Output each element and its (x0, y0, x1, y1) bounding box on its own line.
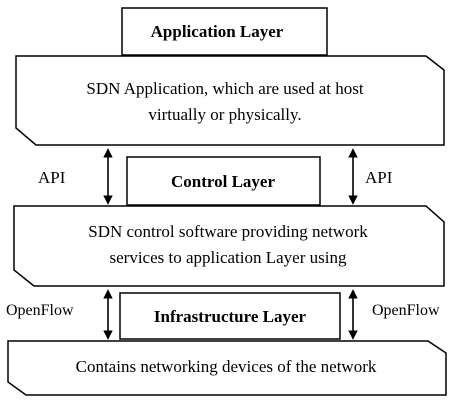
api-left-label: API (38, 168, 66, 187)
control-layer-desc-line2: services to application Layer using (110, 248, 347, 267)
infrastructure-layer-desc-box: Contains networking devices of the netwo… (7, 340, 447, 396)
application-layer-desc-box: SDN Application, which are used at host … (15, 55, 445, 146)
application-layer-title: Application Layer (151, 22, 284, 41)
application-layer-desc-line1: SDN Application, which are used at host (86, 79, 363, 98)
control-layer-title: Control Layer (171, 172, 275, 191)
infrastructure-layer-title: Infrastructure Layer (154, 307, 307, 326)
application-layer-title-box: Application Layer (121, 7, 328, 56)
control-layer-desc-box: SDN control software providing network s… (13, 205, 445, 287)
infrastructure-layer-desc-line1: Contains networking devices of the netwo… (76, 357, 377, 376)
openflow-right-label: OpenFlow (372, 302, 440, 319)
control-layer-title-box: Control Layer (126, 156, 321, 206)
control-layer-desc-line1: SDN control software providing network (88, 222, 368, 241)
application-layer-desc-line2: virtually or physically. (148, 105, 301, 124)
infrastructure-layer-title-box: Infrastructure Layer (119, 292, 341, 340)
api-right-label: API (365, 168, 393, 187)
openflow-left-label: OpenFlow (6, 302, 74, 319)
